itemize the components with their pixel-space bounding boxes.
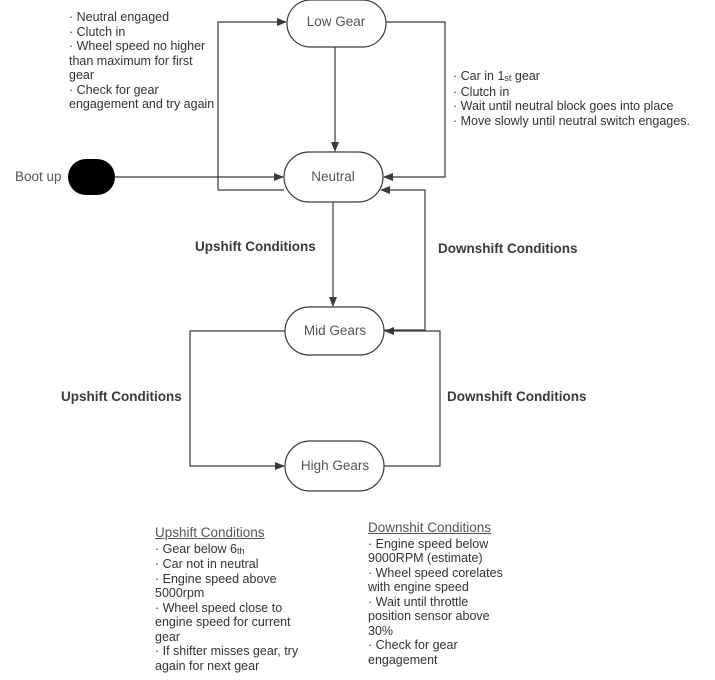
edge-low-to-neutral-right <box>383 21 446 181</box>
note-item: · Clutch in <box>453 84 510 99</box>
note-item: · Wheel speed no higher than maximum for… <box>69 39 206 82</box>
list-item: · Engine speed above 5000rpm <box>155 571 277 601</box>
upshift-conditions-list: Upshift Conditions · Gear below 6th · Ca… <box>155 525 303 673</box>
edge-high-to-mid <box>384 327 441 467</box>
upshift-label-2: Upshift Conditions <box>61 389 182 404</box>
list-item: · Engine speed below 9000RPM (estimate) <box>368 536 489 566</box>
note-item: · Car in 1st gear <box>453 69 540 83</box>
list-item: · Check for gear engagement <box>368 638 458 667</box>
downshift-label-1: Downshift Conditions <box>438 241 578 256</box>
list-item: · Wheel speed close to engine speed for … <box>155 600 291 644</box>
note-to-low-gear: · Neutral engaged · Clutch in · Wheel sp… <box>69 10 217 112</box>
note-item: · Wait until neutral block goes into pla… <box>453 99 674 113</box>
mid-gears-label: Mid Gears <box>304 323 367 338</box>
note-item: · Clutch in <box>69 24 126 39</box>
boot-up-label: Boot up <box>15 169 62 184</box>
edge-mid-to-high <box>189 330 285 470</box>
low-gear-node[interactable] <box>286 0 387 48</box>
list-item: · Wheel speed corelates with engine spee… <box>368 565 503 595</box>
edge-mid-to-neutral <box>380 186 426 331</box>
downshift-label-2: Downshift Conditions <box>447 389 587 404</box>
edge-neutral-to-low <box>217 18 287 191</box>
list-item: · Wait until throttle position sensor ab… <box>368 594 490 638</box>
list-item: · If shifter misses gear, try again for … <box>155 644 299 673</box>
note-to-neutral: · Car in 1st gear · Clutch in · Wait unt… <box>453 69 690 128</box>
downshift-conditions-list: Downshit Conditions · Engine speed below… <box>368 520 514 667</box>
boot-up-node[interactable] <box>68 159 115 195</box>
note-item: · Neutral engaged <box>69 10 170 24</box>
list-item: · Gear below 6th <box>155 541 245 556</box>
downshift-conditions-title: Downshit Conditions <box>368 520 492 535</box>
upshift-label-1: Upshift Conditions <box>195 239 316 254</box>
note-item: · Move slowly until neutral switch engag… <box>453 113 690 128</box>
list-item: · Car not in neutral <box>155 557 259 571</box>
low-gear-label: Low Gear <box>307 14 366 29</box>
neutral-label: Neutral <box>311 169 355 184</box>
high-gears-label: High Gears <box>301 458 370 473</box>
upshift-conditions-title: Upshift Conditions <box>155 525 265 540</box>
note-item: · Check for gear engagement and try agai… <box>69 82 215 112</box>
